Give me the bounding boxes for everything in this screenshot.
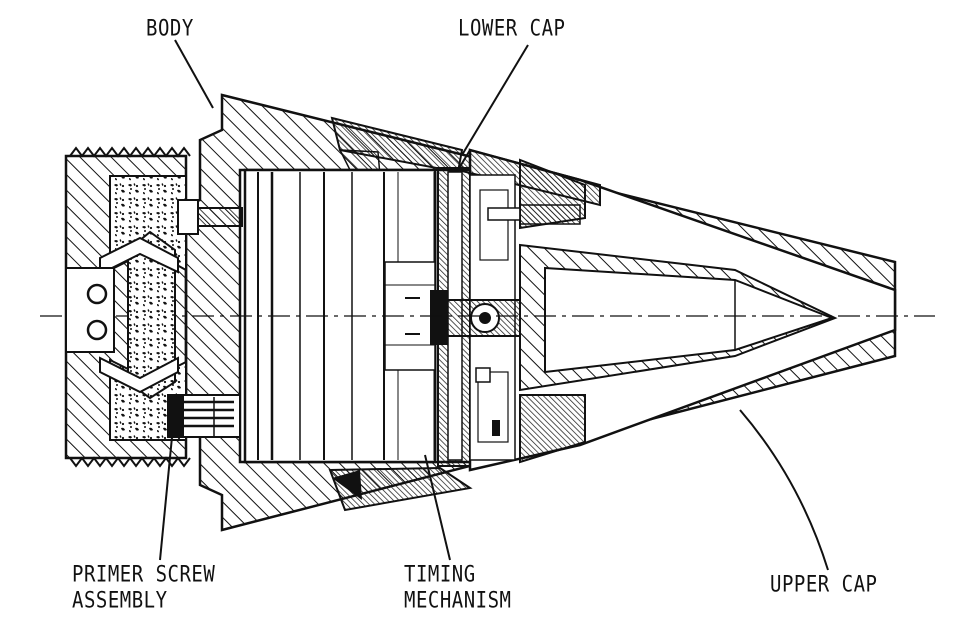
leader-upper-cap — [739, 409, 829, 571]
primer-screw-assembly — [167, 394, 241, 438]
label-primer-screw-line2: ASSEMBLY — [72, 588, 168, 614]
label-body: BODY — [146, 16, 194, 42]
transfer-lead — [177, 199, 243, 235]
label-primer-screw-line1: PRIMER SCREW — [72, 562, 216, 588]
upper-cap-cone — [519, 243, 838, 392]
label-timing-line2: MECHANISM — [404, 588, 512, 614]
label-lower-cap: LOWER CAP — [458, 16, 566, 42]
label-timing-line1: TIMING — [404, 562, 476, 588]
escapement-assembly — [430, 167, 581, 467]
label-upper-cap: UPPER CAP — [770, 572, 878, 598]
detonator-holes — [65, 267, 115, 353]
leader-primer-screw — [159, 436, 173, 561]
leader-body — [174, 39, 214, 109]
leader-timing — [424, 454, 451, 561]
leader-lower-cap — [461, 44, 529, 156]
leader-lines — [159, 39, 829, 571]
